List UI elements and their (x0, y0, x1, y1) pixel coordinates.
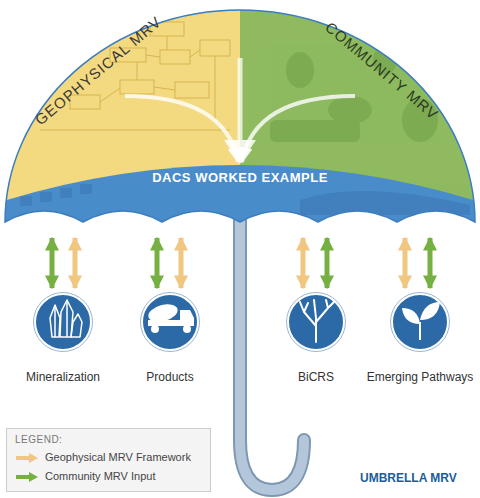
crystal-icon (50, 300, 82, 337)
legend-arrow-shaft (16, 456, 30, 460)
sketch-box (175, 82, 209, 98)
dacs-band (0, 165, 480, 240)
canopy-outline (5, 10, 475, 222)
pathway-label: BiCRS (298, 370, 334, 384)
exchange-arrow (403, 238, 408, 288)
circle-ring (141, 293, 200, 352)
circle-outline (390, 292, 450, 352)
exchange-arrow (301, 238, 306, 288)
umbrella-handle (240, 215, 304, 490)
region-label: COMMUNITY MRV (315, 13, 448, 129)
circle-fill (288, 294, 344, 350)
center-arrow-head (224, 140, 256, 164)
legend-arrow-head (29, 453, 38, 463)
mixer-drum (146, 301, 179, 324)
legend-arrow-sample (15, 471, 39, 483)
exchange-arrow (155, 238, 160, 288)
center-arrow-shaft (238, 58, 243, 140)
community-panel (240, 0, 480, 240)
legend-arrow-head (29, 472, 38, 482)
circle-ring (391, 293, 450, 352)
crystal (60, 300, 73, 337)
legend-arrow-sample (15, 452, 39, 464)
canopy-region: DACS WORKED EXAMPLE (0, 160, 480, 222)
exchange-arrow (50, 238, 55, 288)
circle-fill (35, 294, 91, 350)
flow-arrow (125, 96, 238, 162)
truck-wheel (183, 325, 191, 333)
circle-fill (392, 294, 448, 350)
circle-ring (34, 293, 93, 352)
circle-ring (287, 293, 346, 352)
photo-table (270, 120, 360, 142)
sketch-box (120, 80, 154, 94)
photo-figure (286, 52, 314, 88)
exchange-arrow (325, 238, 330, 288)
texture-block (80, 184, 92, 194)
pathway-circle: Emerging Pathways (390, 292, 450, 352)
truck-cab (180, 310, 194, 326)
pathway-circle: Products (140, 292, 200, 352)
legend-heading: LEGEND: (15, 434, 62, 445)
truck-chassis (148, 320, 180, 326)
sprout-leaf (420, 302, 440, 320)
exchange-arrow (428, 238, 433, 288)
circle-outline (33, 292, 93, 352)
crystal (50, 305, 60, 337)
legend-text: Community MRV Input (45, 470, 155, 482)
band-texture (20, 184, 470, 215)
texture-block (20, 196, 32, 206)
texture-block (40, 192, 52, 202)
circle-fill (142, 294, 198, 350)
photo-figure (328, 96, 372, 124)
sketch-box (200, 40, 230, 56)
region-label: GEOPHYSICAL MRV (31, 13, 164, 129)
canopy-region: COMMUNITY MRV (240, 0, 480, 160)
handle-outline (240, 215, 304, 490)
legend-box: LEGEND: Geophysical MRV FrameworkCommunit… (6, 428, 211, 492)
canopy (0, 0, 480, 240)
canopy-region: GEOPHYSICAL MRV (0, 0, 240, 160)
sprout-stem (419, 322, 421, 340)
crystal-facets (55, 300, 67, 337)
legend-arrow-shaft (16, 475, 30, 479)
truck-wheel (151, 325, 159, 333)
diagram-name: UMBRELLA MRV (360, 471, 457, 485)
tree-icon (300, 300, 334, 342)
pathway-label: Emerging Pathways (367, 370, 474, 384)
exchange-arrow (179, 238, 184, 288)
pathway-circle: Mineralization (33, 292, 93, 352)
crystal (71, 314, 82, 337)
region-label: DACS WORKED EXAMPLE (0, 170, 480, 185)
pathway-label: Products (146, 370, 193, 384)
exchange-arrow (73, 238, 78, 288)
tree-branches (300, 300, 334, 342)
pathway-circle: BiCRS (286, 292, 346, 352)
sketch-box (160, 50, 190, 64)
legend-text: Geophysical MRV Framework (45, 451, 191, 463)
texture-block (60, 188, 72, 198)
flow-arrow (242, 96, 355, 162)
sprout-leaf (402, 308, 420, 324)
hill-texture (300, 191, 470, 215)
geophysical-panel (0, 0, 240, 240)
circle-outline (140, 292, 200, 352)
pathway-label: Mineralization (26, 370, 100, 384)
sprout-icon (402, 302, 440, 340)
circle-outline (286, 292, 346, 352)
truck-icon (146, 301, 194, 333)
